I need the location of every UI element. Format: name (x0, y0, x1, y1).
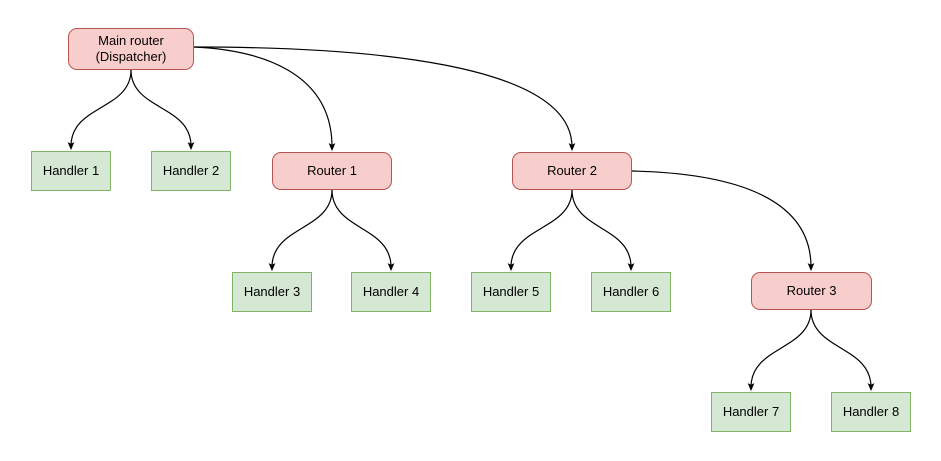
edge-router-1-to-handler-4 (331, 189, 395, 272)
node-handler-2[interactable]: Handler 2 (151, 151, 231, 191)
node-handler-4[interactable]: Handler 4 (351, 272, 431, 312)
edge-router-1-to-handler-3 (268, 189, 333, 272)
node-router-3[interactable]: Router 3 (751, 272, 872, 310)
edge-router-3-to-handler-8 (810, 309, 875, 392)
node-handler-3[interactable]: Handler 3 (232, 272, 312, 312)
edge-main-to-handler-2 (130, 69, 195, 151)
node-handler-7[interactable]: Handler 7 (711, 392, 791, 432)
edge-router-3-to-handler-7 (747, 309, 812, 392)
node-handler-5[interactable]: Handler 5 (471, 272, 551, 312)
edge-router-2-to-handler-5 (507, 189, 573, 272)
edge-main-to-router-1 (193, 46, 336, 152)
node-handler-6[interactable]: Handler 6 (591, 272, 671, 312)
edge-router-2-to-router-3 (631, 170, 815, 272)
edge-router-2-to-handler-6 (571, 189, 635, 272)
edge-group (67, 46, 875, 392)
node-router-2[interactable]: Router 2 (512, 152, 632, 190)
node-handler-8[interactable]: Handler 8 (831, 392, 911, 432)
edge-main-to-router-2 (193, 46, 576, 152)
edge-main-to-handler-1 (67, 69, 132, 151)
node-handler-1[interactable]: Handler 1 (31, 151, 111, 191)
node-router-1[interactable]: Router 1 (272, 152, 392, 190)
node-main-router[interactable]: Main router (Dispatcher) (68, 28, 194, 70)
